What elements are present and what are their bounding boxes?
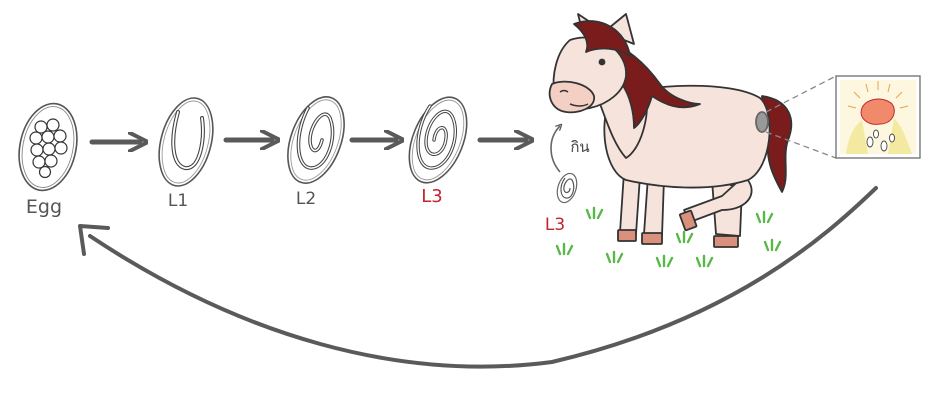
zoom-line-top — [765, 75, 837, 113]
ingested-larva-icon — [556, 172, 578, 204]
zoom-line-bottom — [765, 131, 837, 159]
larva-l1-icon — [158, 97, 214, 187]
worm-attachment — [860, 98, 895, 125]
l3-label: L3 — [421, 186, 442, 207]
ingestion-arrow — [550, 126, 560, 173]
egg-cluster-icon — [18, 102, 78, 192]
return-arrowhead — [78, 224, 110, 256]
horse-illustration — [548, 13, 793, 248]
l2-label: L2 — [296, 189, 316, 209]
horse-hoof — [713, 235, 739, 248]
intestine-marker — [755, 111, 769, 133]
horse-eye — [598, 58, 606, 66]
eat-annotation: กิน — [570, 138, 589, 156]
horse-hoof — [617, 229, 637, 242]
horse-hoof — [641, 232, 663, 245]
horse-muzzle — [548, 80, 595, 114]
egg-label: Egg — [26, 196, 62, 218]
horse-hoof — [679, 209, 698, 232]
intestine-worms-inset — [835, 75, 921, 159]
larva-l3-icon — [408, 96, 468, 184]
l3-ingested-label: L3 — [545, 215, 565, 235]
larva-l2-icon — [287, 96, 345, 184]
horse-forelock — [573, 20, 631, 57]
return-arrow — [88, 186, 878, 369]
grass-tufts — [555, 206, 782, 268]
l1-label: L1 — [168, 191, 188, 211]
